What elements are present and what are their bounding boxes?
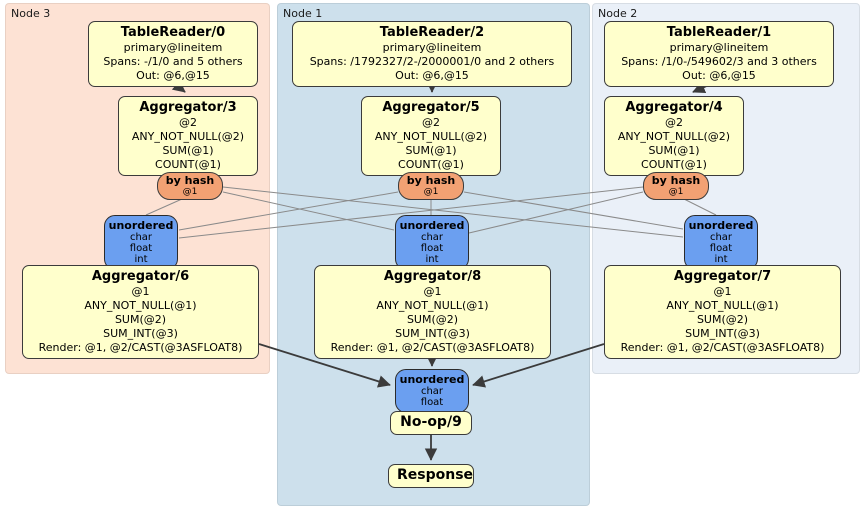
processor-title: Aggregator/5	[382, 100, 480, 115]
processor-line: Spans: /1792327/2-/2000001/0 and 2 other…	[309, 55, 555, 68]
processor-title: Aggregator/4	[625, 100, 723, 115]
processor-aggregator-7: Aggregator/7 @1 ANY_NOT_NULL(@1) SUM(@2)…	[604, 265, 841, 359]
processor-line: Render: @1, @2/CAST(@3ASFLOAT8)	[38, 341, 243, 354]
sync-unordered-node3: unordered char float int	[104, 215, 178, 270]
processor-aggregator-4: Aggregator/4 @2 ANY_NOT_NULL(@2) SUM(@1)…	[604, 96, 744, 176]
router-detail: @1	[423, 187, 439, 197]
processor-aggregator-5: Aggregator/5 @2 ANY_NOT_NULL(@2) SUM(@1)…	[361, 96, 501, 176]
router-title: by hash	[406, 174, 456, 187]
processor-line: ANY_NOT_NULL(@2)	[131, 130, 245, 143]
processor-noop-9: No-op/9	[390, 411, 472, 435]
processor-response: Response	[388, 464, 474, 488]
processor-line: @1	[713, 285, 732, 298]
processor-line: @1	[131, 285, 150, 298]
processor-line: ANY_NOT_NULL(@1)	[84, 299, 197, 312]
router-by-hash-node2: by hash @1	[643, 172, 709, 200]
processor-aggregator-3: Aggregator/3 @2 ANY_NOT_NULL(@2) SUM(@1)…	[118, 96, 258, 176]
processor-aggregator-6: Aggregator/6 @1 ANY_NOT_NULL(@1) SUM(@2)…	[22, 265, 259, 359]
processor-line: @2	[422, 116, 440, 129]
sync-line: int	[714, 254, 728, 265]
processor-line: COUNT(@1)	[155, 158, 221, 171]
region-label-node2: Node 2	[598, 7, 638, 20]
processor-title: Response	[397, 467, 474, 483]
processor-title: No-op/9	[400, 414, 462, 430]
processor-title: Aggregator/7	[673, 269, 772, 284]
processor-line: COUNT(@1)	[398, 158, 464, 171]
sync-line: char	[709, 232, 733, 243]
sync-title: unordered	[108, 219, 174, 232]
sync-line: float	[709, 243, 733, 254]
processor-line: SUM(@2)	[114, 313, 167, 326]
sync-unordered-node1: unordered char float int	[395, 215, 469, 270]
flow-edges	[171, 79, 712, 461]
sync-line: char	[420, 386, 444, 397]
processor-line: @2	[665, 116, 683, 129]
processor-line: Render: @1, @2/CAST(@3ASFLOAT8)	[620, 341, 825, 354]
processor-aggregator-8: Aggregator/8 @1 ANY_NOT_NULL(@1) SUM(@2)…	[314, 265, 551, 359]
processor-line: ANY_NOT_NULL(@2)	[617, 130, 731, 143]
router-title: by hash	[165, 174, 215, 187]
processor-line: primary@lineitem	[123, 41, 223, 54]
router-by-hash-node1: by hash @1	[398, 172, 464, 200]
processor-line: primary@lineitem	[382, 41, 482, 54]
router-detail: @1	[668, 187, 684, 197]
processor-line: SUM(@1)	[162, 144, 214, 157]
router-detail: @1	[182, 187, 198, 197]
sync-title: unordered	[399, 219, 465, 232]
processor-title: TableReader/1	[666, 25, 772, 40]
processor-title: TableReader/2	[379, 25, 485, 40]
processor-line: SUM(@1)	[648, 144, 700, 157]
processor-line: SUM(@2)	[696, 313, 749, 326]
sync-title: unordered	[688, 219, 754, 232]
processor-line: SUM(@2)	[406, 313, 459, 326]
region-label-node3: Node 3	[11, 7, 51, 20]
processor-line: ANY_NOT_NULL(@2)	[374, 130, 488, 143]
processor-line: SUM_INT(@3)	[103, 327, 178, 340]
sync-line: char	[420, 232, 444, 243]
processor-title: Aggregator/8	[383, 269, 482, 284]
sync-unordered-node2: unordered char float int	[684, 215, 758, 270]
region-label-node1: Node 1	[283, 7, 323, 20]
router-by-hash-node3: by hash @1	[157, 172, 223, 200]
processor-tablereader-1: TableReader/1 primary@lineitem Spans: /1…	[604, 21, 834, 87]
processor-tablereader-0: TableReader/0 primary@lineitem Spans: -/…	[88, 21, 258, 87]
processor-line: ANY_NOT_NULL(@1)	[666, 299, 779, 312]
processor-line: SUM_INT(@3)	[395, 327, 470, 340]
processor-line: Out: @6,@15	[682, 69, 756, 82]
processor-line: @2	[179, 116, 197, 129]
processor-title: Aggregator/3	[139, 100, 237, 115]
processor-line: Spans: -/1/0 and 5 others	[103, 55, 243, 68]
sync-line: char	[129, 232, 153, 243]
processor-title: Aggregator/6	[91, 269, 190, 284]
processor-line: ANY_NOT_NULL(@1)	[376, 299, 489, 312]
router-title: by hash	[651, 174, 701, 187]
sync-line: int	[134, 254, 148, 265]
sync-line: float	[420, 397, 444, 408]
sync-line: float	[420, 243, 444, 254]
processor-title: TableReader/0	[120, 25, 226, 40]
processor-line: COUNT(@1)	[641, 158, 707, 171]
sync-title: unordered	[399, 373, 465, 386]
processor-line: Render: @1, @2/CAST(@3ASFLOAT8)	[330, 341, 535, 354]
sync-line: int	[425, 254, 439, 265]
processor-line: @1	[423, 285, 442, 298]
processor-tablereader-2: TableReader/2 primary@lineitem Spans: /1…	[292, 21, 572, 87]
sync-line: float	[129, 243, 153, 254]
sync-unordered-final: unordered char float	[395, 369, 469, 413]
processor-line: primary@lineitem	[669, 41, 769, 54]
processor-line: Out: @6,@15	[136, 69, 210, 82]
processor-line: SUM_INT(@3)	[685, 327, 760, 340]
processor-line: Spans: /1/0-/549602/3 and 3 others	[621, 55, 817, 68]
processor-line: Out: @6,@15	[395, 69, 469, 82]
hash-distribution-edges	[145, 186, 717, 239]
processor-line: SUM(@1)	[405, 144, 457, 157]
